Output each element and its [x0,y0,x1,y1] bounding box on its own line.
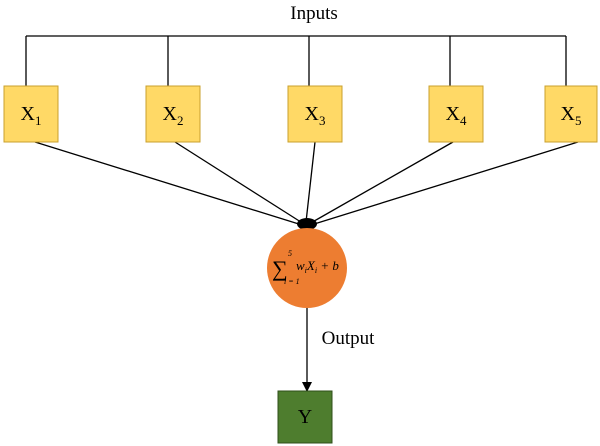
input-node-x4: X4 [428,85,484,143]
sum-symbol: ∑ [272,256,288,281]
input-letter: X [446,103,461,125]
input-bus [25,35,567,86]
connection-x2 [174,141,305,225]
input-node-x1: X1 [3,85,59,143]
input-connections [34,141,579,226]
connection-x3 [305,141,316,223]
input-symbol: X [306,258,316,273]
neuron-circle [267,228,347,308]
input-letter: X [21,103,36,125]
svg-text:X2: X2 [163,103,184,128]
svg-text:X5: X5 [561,103,582,128]
output-label: Output [322,328,376,349]
input-letter: X [163,103,178,125]
input-subscript: 2 [177,113,184,128]
input-node-x2: X2 [145,85,201,143]
svg-text:X3: X3 [305,103,326,128]
input-nodes: X1 X2 X3 X4 X5 [3,85,598,143]
bias-term: + b [317,258,339,273]
input-subscript: 3 [319,113,326,128]
input-subscript: 4 [460,113,467,128]
connection-x4 [308,141,454,225]
connection-x1 [34,141,303,226]
input-box [145,85,201,143]
output-node-label: Y [298,406,312,428]
input-subscript: 1 [35,113,42,128]
weight-symbol: w [296,258,305,273]
input-subscript: 5 [575,113,582,128]
input-box [3,85,59,143]
input-box [428,85,484,143]
output-node: Y [277,390,333,444]
connection-x5 [310,141,579,226]
input-node-x3: X3 [287,85,343,143]
weighted-sum-formula: wiXi + b [296,258,339,275]
input-letter: X [305,103,320,125]
input-box [287,85,343,143]
svg-text:X1: X1 [21,103,42,128]
weight-subscript: i [305,266,307,275]
input-box [544,85,598,143]
output-box [277,390,333,444]
inputs-title: Inputs [290,3,338,24]
convergence-knot [297,218,317,230]
svg-text:X4: X4 [446,103,467,128]
sum-lower-limit: i = 1 [284,277,300,286]
input-node-x5: X5 [544,85,598,143]
sum-upper-limit: 5 [288,249,292,258]
neuron-node: ∑ 5 i = 1 wiXi + b [267,228,347,308]
input-letter: X [561,103,576,125]
input-symbol-subscript: i [315,266,317,275]
